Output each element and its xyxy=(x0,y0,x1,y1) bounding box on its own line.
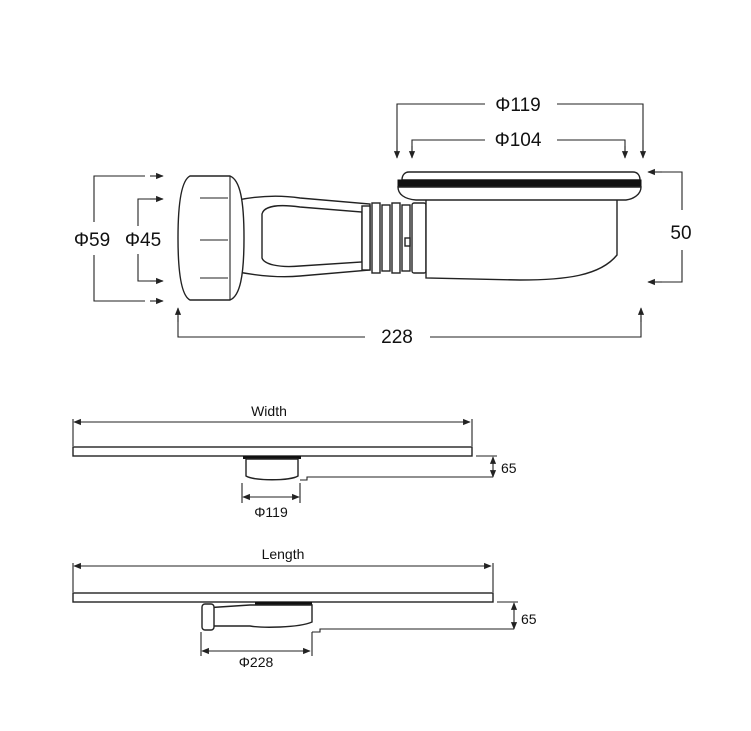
length-dia-label: Φ228 xyxy=(239,654,274,670)
dimension-dia-45: Φ45 xyxy=(125,195,164,285)
waste-flange xyxy=(243,456,301,459)
waste-nut-length xyxy=(201,603,215,631)
length-depth-label: 65 xyxy=(521,611,537,627)
waste-trap-side-view xyxy=(177,171,642,301)
flange-lip xyxy=(397,186,642,201)
dia-59-label: Φ59 xyxy=(74,230,110,251)
pipe-recess xyxy=(261,205,363,268)
dia-119-label: Φ119 xyxy=(495,95,540,116)
dimension-height-50: 50 xyxy=(647,168,692,286)
dimension-dia-104: Φ104 xyxy=(408,130,629,159)
width-depth-label: 65 xyxy=(501,460,517,476)
width-label: Width xyxy=(251,403,287,419)
width-dia-label: Φ119 xyxy=(254,504,288,520)
length-label: Length xyxy=(262,546,305,562)
dia-104-label: Φ104 xyxy=(495,130,542,151)
dimension-dia-119: Φ119 xyxy=(393,95,647,159)
coupling-rings xyxy=(361,202,427,274)
dimension-dia-59: Φ59 xyxy=(74,172,164,305)
compression-nut xyxy=(177,175,245,301)
tray-width-profile xyxy=(72,446,473,457)
flange-ring xyxy=(397,179,642,188)
width-section: Width Φ119 65 xyxy=(72,403,517,520)
dimension-length-228: 228 xyxy=(174,307,645,348)
height-50-label: 50 xyxy=(670,223,691,244)
length-section: Length Φ228 65 xyxy=(72,546,537,670)
waste-body-length xyxy=(203,604,313,628)
tray-length-profile xyxy=(72,592,494,603)
trap-bowl xyxy=(425,195,618,281)
dia-45-label: Φ45 xyxy=(125,230,161,251)
waste-flange-length xyxy=(255,602,312,605)
grate-cover xyxy=(401,171,641,181)
length-228-label: 228 xyxy=(381,327,413,348)
waste-body xyxy=(245,458,299,481)
